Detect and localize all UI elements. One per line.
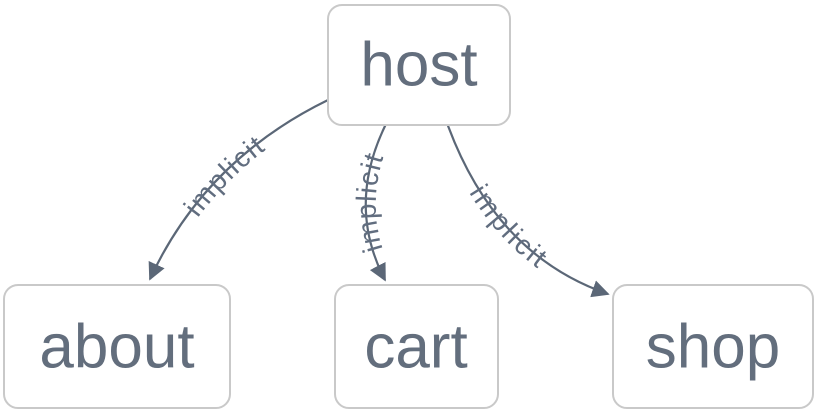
edge-label: implicit xyxy=(350,148,389,257)
node-box[interactable] xyxy=(3,284,231,409)
edge-line xyxy=(148,99,329,281)
edge-line xyxy=(445,122,610,298)
node-box[interactable] xyxy=(334,284,499,409)
node-cart[interactable]: cart xyxy=(334,284,499,409)
node-shop[interactable]: shop xyxy=(612,284,814,409)
node-label: cart xyxy=(364,313,467,382)
node-label: about xyxy=(39,313,194,382)
edge-host-about: implicit xyxy=(148,99,329,281)
edge-host-cart: implicit xyxy=(350,123,389,282)
node-label: shop xyxy=(646,313,780,382)
node-box[interactable] xyxy=(612,284,814,409)
node-box[interactable] xyxy=(327,4,511,126)
node-host[interactable]: host xyxy=(327,4,511,126)
edge-label: implicit xyxy=(464,179,554,274)
node-label: host xyxy=(360,31,477,100)
edge-host-shop: implicit xyxy=(445,122,610,298)
node-about[interactable]: about xyxy=(3,284,231,409)
edge-label: implicit xyxy=(177,128,270,221)
edge-line xyxy=(364,123,387,282)
